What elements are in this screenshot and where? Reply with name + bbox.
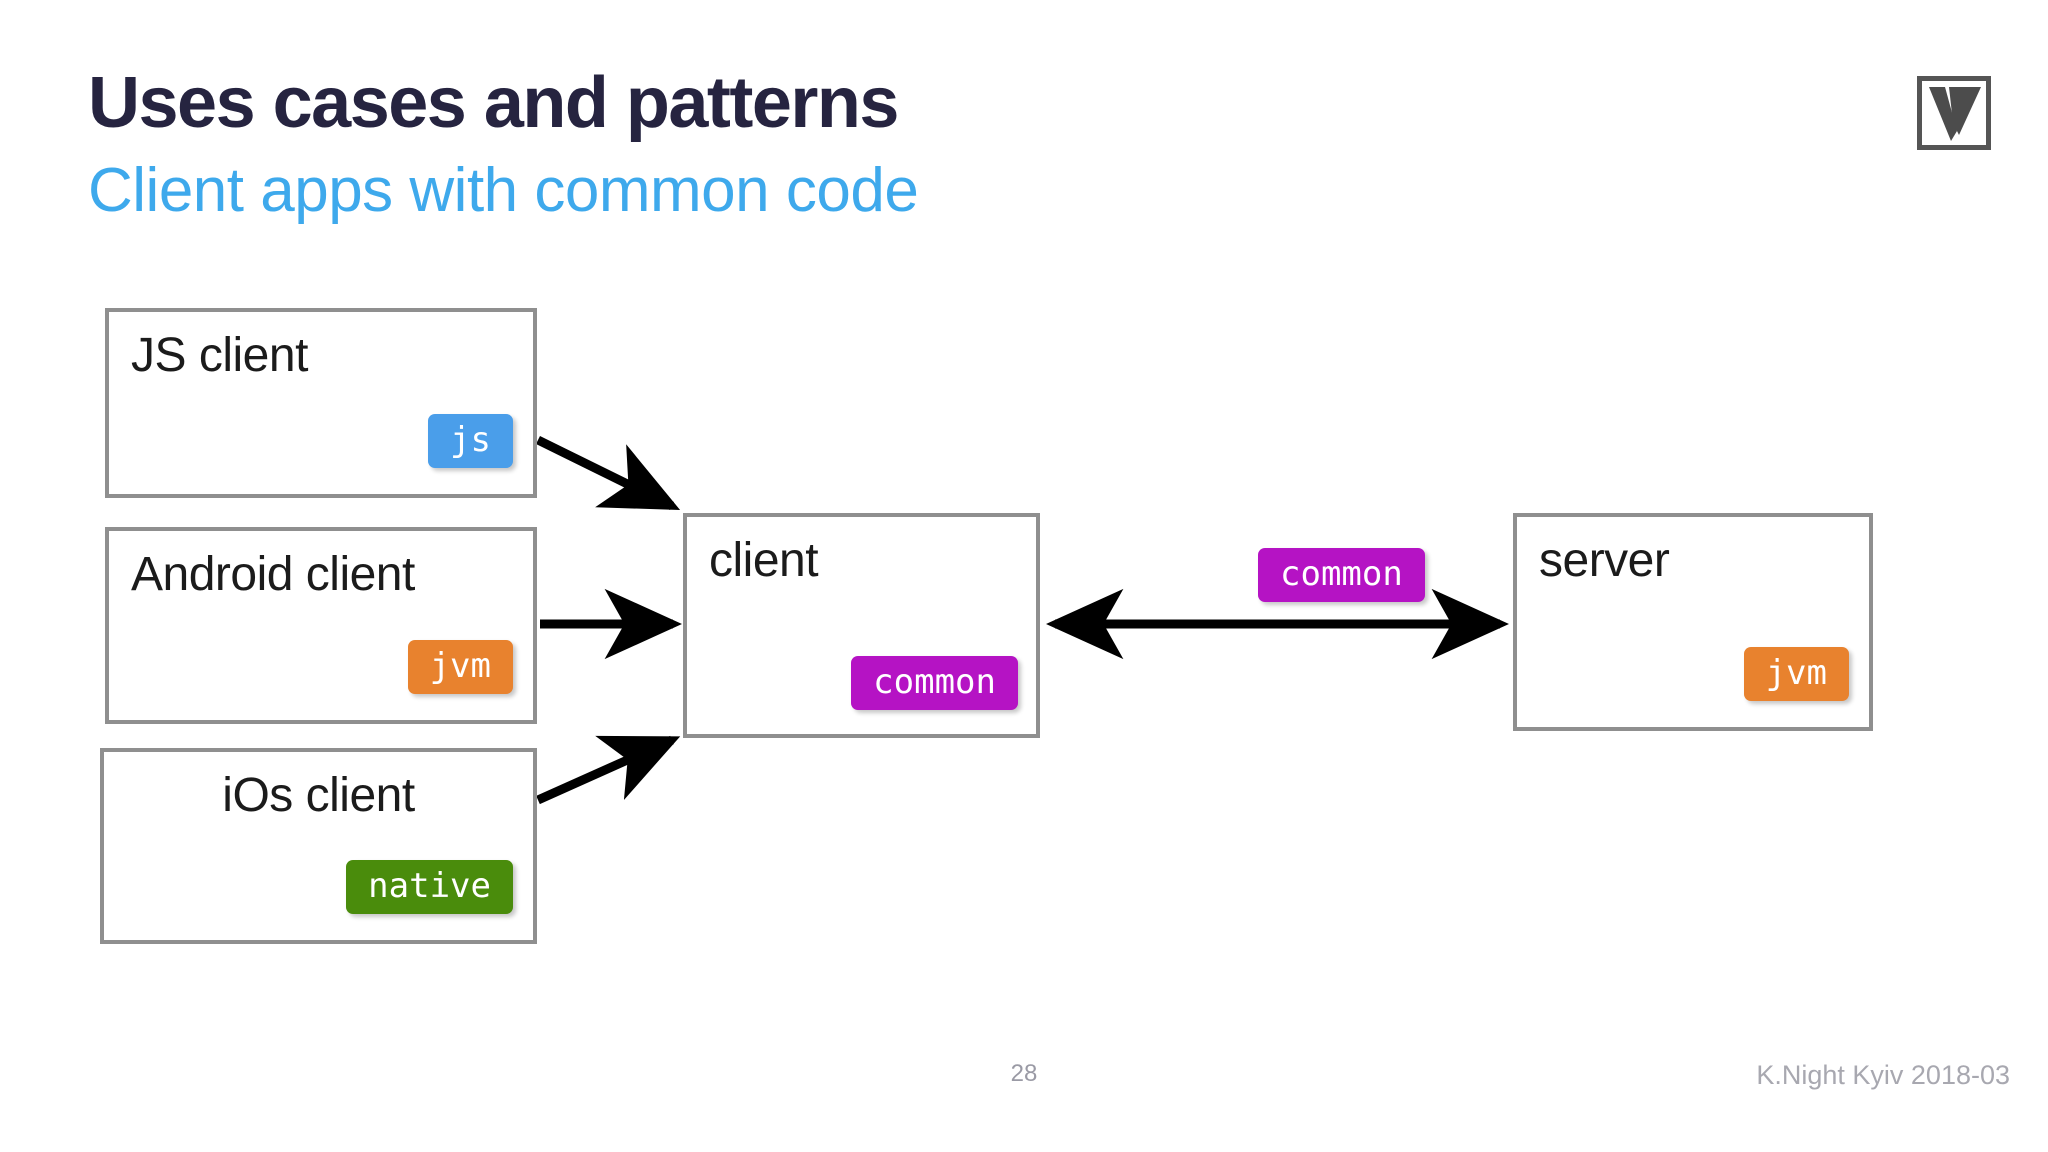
badge-jvm-android: jvm	[407, 640, 513, 694]
node-label-client: client	[709, 534, 819, 587]
edge-js-to-client	[536, 435, 681, 511]
node-label-server: server	[1539, 534, 1670, 587]
logo-v-glyph	[1929, 87, 1981, 141]
edge-label-common: common	[1258, 548, 1425, 602]
page-number: 28	[1010, 1060, 1038, 1087]
node-js-client[interactable]: JS client js	[105, 308, 537, 498]
badge-js: js	[428, 414, 513, 468]
page-subtitle: Client apps with common code	[88, 156, 919, 225]
node-label-ios-client: iOs client	[222, 769, 415, 822]
node-ios-client[interactable]: iOs client native	[100, 748, 537, 944]
badge-jvm-server: jvm	[1743, 647, 1849, 701]
badge-native: native	[346, 860, 513, 914]
page-title: Uses cases and patterns	[88, 63, 899, 143]
node-client[interactable]: client common	[683, 513, 1040, 738]
badge-common-client: common	[851, 656, 1018, 710]
node-label-android-client: Android client	[131, 548, 415, 601]
edge-ios-to-client	[536, 735, 681, 805]
node-android-client[interactable]: Android client jvm	[105, 527, 537, 724]
node-label-js-client: JS client	[131, 329, 308, 382]
attribution: K.Night Kyiv 2018-03	[1756, 1060, 2010, 1090]
node-server[interactable]: server jvm	[1513, 513, 1873, 731]
vertica-v-logo	[1917, 76, 1997, 156]
